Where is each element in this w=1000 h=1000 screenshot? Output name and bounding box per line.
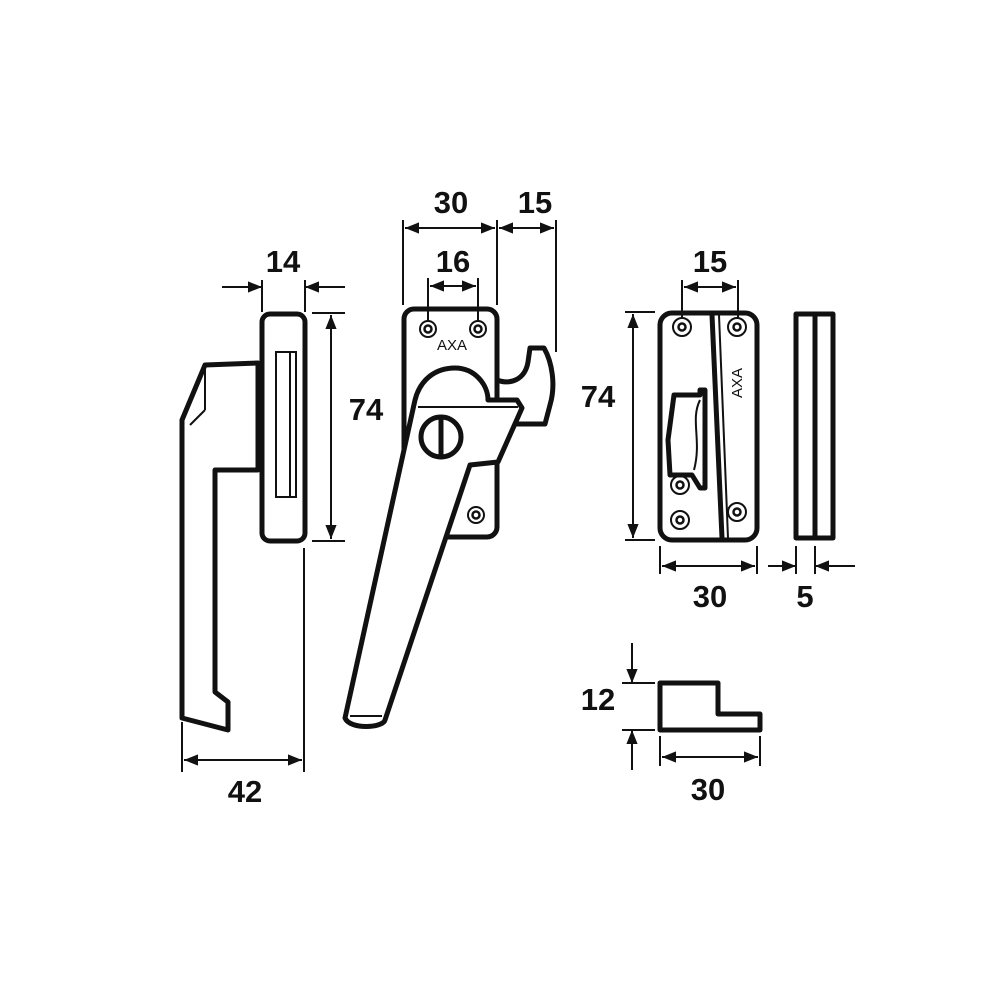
- strike-profile: [657, 680, 763, 733]
- side-total-depth-label: 42: [228, 774, 262, 809]
- profile-height-label: 12: [581, 682, 615, 717]
- side-height-label: 74: [349, 392, 384, 427]
- hook-projection-label: 15: [518, 185, 552, 220]
- front-handle: [342, 365, 525, 729]
- strike-profile-view: 12 30: [581, 643, 763, 807]
- front-view: AXA 30 15 16: [342, 185, 557, 729]
- strike-catch: [665, 387, 708, 491]
- strike-height-label: 74: [581, 379, 616, 414]
- side-handle: [179, 360, 261, 733]
- side-view: 14 74 42: [179, 244, 384, 809]
- profile-width-label: 30: [691, 772, 725, 807]
- screw-spacing-label: 16: [436, 244, 470, 279]
- brand-logo-front: AXA: [437, 337, 467, 354]
- strike-width-label: 30: [693, 579, 727, 614]
- strike-thickness-label: 5: [796, 579, 813, 614]
- brand-logo-strike: AXA: [729, 368, 746, 398]
- strike-plate-view: AXA 74 15 30 5: [581, 244, 855, 614]
- screw-icon: [670, 317, 747, 530]
- front-width-label: 30: [434, 185, 468, 220]
- side-depth-label: 14: [266, 244, 301, 279]
- side-plate: [259, 311, 308, 544]
- strike-plate: [657, 310, 760, 543]
- strike-screw-spacing-label: 15: [693, 244, 727, 279]
- side-plate-recess: [275, 351, 297, 498]
